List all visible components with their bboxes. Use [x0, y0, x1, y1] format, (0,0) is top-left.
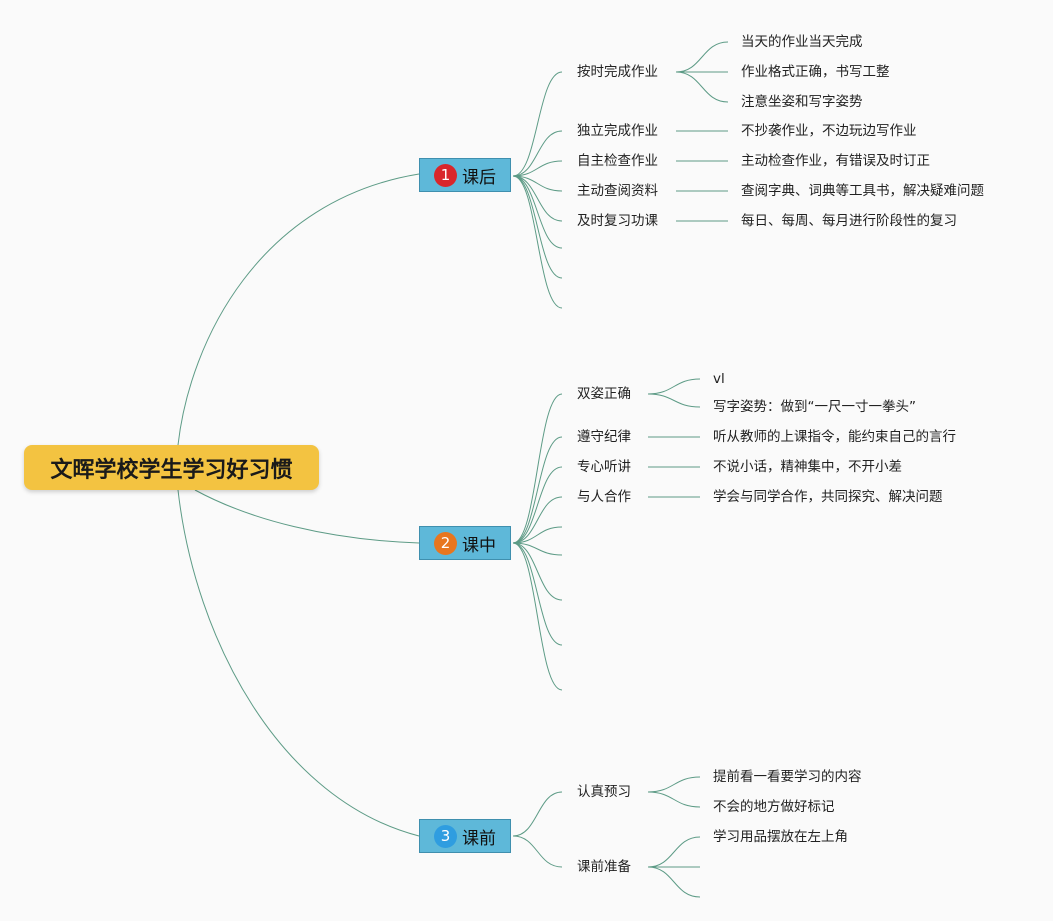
branch-label: 课后: [462, 167, 496, 188]
sub-topic[interactable]: 独立完成作业: [577, 123, 658, 139]
leaf-topic[interactable]: 作业格式正确，书写工整: [741, 64, 890, 80]
leaf-topic[interactable]: 每日、每周、每月进行阶段性的复习: [741, 213, 957, 229]
root-topic[interactable]: 文晖学校学生学习好习惯: [24, 445, 319, 490]
connector-line: [512, 466, 563, 544]
leaf-topic[interactable]: 听从教师的上课指令，能约束自己的言行: [713, 429, 956, 445]
connector-line: [177, 489, 420, 837]
connector-line: [194, 489, 420, 544]
connector-line: [512, 542, 563, 601]
sub-topic[interactable]: 专心听讲: [577, 459, 631, 475]
leaf-topic[interactable]: 不说小话，精神集中，不开小差: [713, 459, 902, 475]
connector-line: [512, 175, 563, 249]
connector-line: [512, 175, 563, 279]
connector-line: [512, 130, 563, 177]
connector-line: [512, 436, 563, 544]
leaf-topic[interactable]: 不会的地方做好标记: [713, 799, 835, 815]
connector-line: [675, 71, 729, 103]
branch-in-class[interactable]: 2 课中: [419, 526, 511, 560]
sub-topic[interactable]: 课前准备: [577, 859, 631, 875]
connector-line: [647, 791, 701, 808]
badge-1: 1: [434, 163, 457, 187]
connector-line: [512, 71, 563, 177]
sub-topic[interactable]: 主动查阅资料: [577, 183, 658, 199]
branch-label: 课前: [462, 828, 496, 849]
leaf-topic[interactable]: 提前看一看要学习的内容: [713, 769, 862, 785]
connector-line: [512, 542, 563, 646]
sub-topic[interactable]: 自主检查作业: [577, 153, 658, 169]
connector-line: [512, 542, 563, 691]
leaf-topic[interactable]: 学习用品摆放在左上角: [713, 829, 848, 845]
leaf-topic[interactable]: 当天的作业当天完成: [741, 34, 863, 50]
connector-line: [647, 378, 701, 395]
leaf-topic[interactable]: vl: [713, 371, 725, 387]
sub-topic[interactable]: 遵守纪律: [577, 429, 631, 445]
leaf-topic[interactable]: 不抄袭作业，不边玩边写作业: [741, 123, 917, 139]
leaf-topic[interactable]: 写字姿势：做到“一尺一寸一拳头”: [713, 399, 916, 415]
connector-line: [512, 175, 563, 309]
leaf-topic[interactable]: 查阅字典、词典等工具书，解决疑难问题: [741, 183, 984, 199]
root-title: 文晖学校学生学习好习惯: [50, 457, 293, 483]
connector-line: [177, 173, 420, 446]
connector-line: [512, 175, 563, 222]
connector-line: [647, 776, 701, 793]
sub-topic[interactable]: 认真预习: [577, 784, 631, 800]
sub-topic[interactable]: 按时完成作业: [577, 64, 658, 80]
sub-topic[interactable]: 双姿正确: [577, 386, 631, 402]
badge-2: 2: [434, 531, 457, 555]
connector-line: [647, 866, 701, 898]
connector-line: [647, 836, 701, 868]
connector-line: [512, 393, 563, 544]
leaf-topic[interactable]: 注意坐姿和写字姿势: [741, 94, 863, 110]
sub-topic[interactable]: 与人合作: [577, 489, 631, 505]
connector-line: [512, 835, 563, 868]
leaf-topic[interactable]: 主动检查作业，有错误及时订正: [741, 153, 930, 169]
connector-line: [512, 526, 563, 544]
connector-line: [512, 160, 563, 177]
badge-3: 3: [434, 824, 457, 848]
connector-line: [512, 496, 563, 544]
connector-line: [647, 393, 701, 408]
branch-label: 课中: [462, 535, 496, 556]
connector-line: [512, 791, 563, 837]
leaf-topic[interactable]: 学会与同学合作，共同探究、解决问题: [713, 489, 943, 505]
connector-line: [675, 41, 729, 73]
branch-after-class[interactable]: 1 课后: [419, 158, 511, 192]
connector-line: [512, 542, 563, 556]
branch-before-class[interactable]: 3 课前: [419, 819, 511, 853]
sub-topic[interactable]: 及时复习功课: [577, 213, 658, 229]
